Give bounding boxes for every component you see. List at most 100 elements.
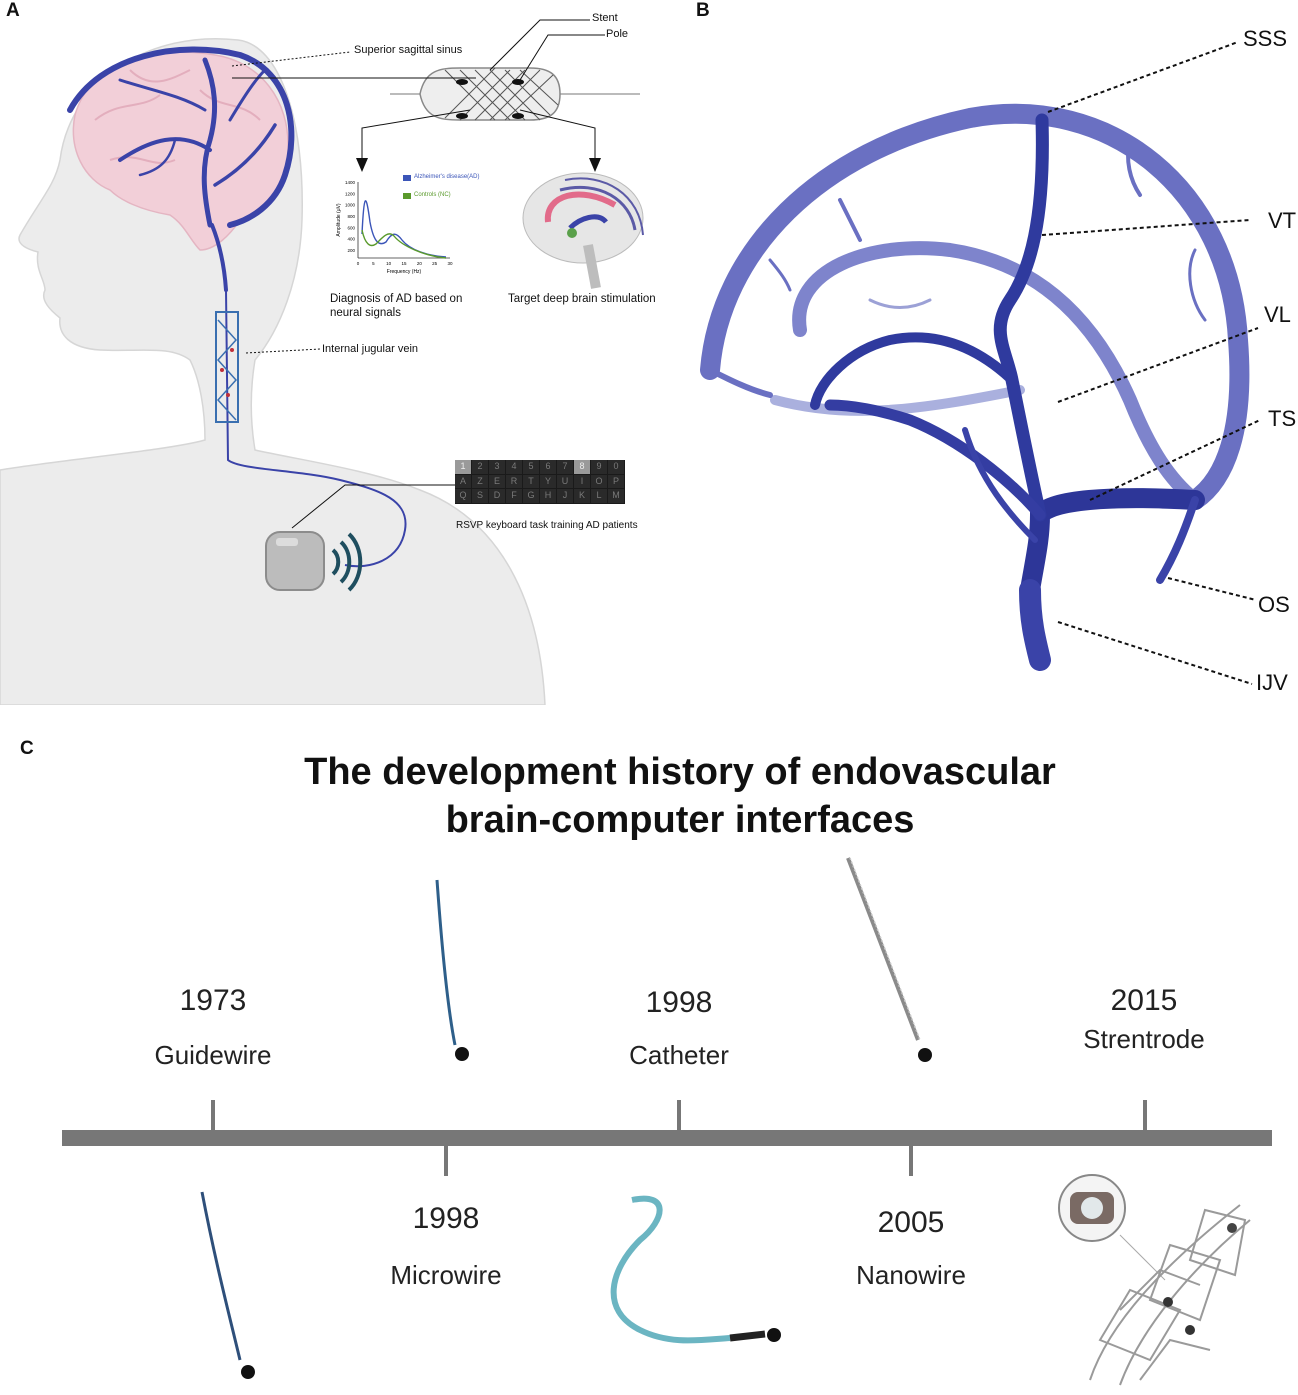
label-ijv: IJV <box>1256 670 1288 695</box>
event-1-name: Guidewire <box>154 1040 272 1070</box>
dbs-brain-illustration <box>522 172 644 289</box>
keyboard-key: 9 <box>591 460 607 474</box>
caption-diagnosis: Diagnosis of AD based on neural signals <box>330 293 463 319</box>
event-5-name: Strentrode <box>1083 1024 1205 1054</box>
keyboard-key: 1 <box>455 460 471 474</box>
keyboard-key: S <box>472 489 488 503</box>
label-pole: Pole <box>606 28 629 40</box>
keyboard-key: Z <box>472 474 488 489</box>
mini-chart-xtick: 5 <box>372 261 375 266</box>
stent-illustration <box>390 67 640 121</box>
legend-ad-swatch <box>403 175 411 181</box>
mini-chart-ytick: 1400 <box>345 180 356 185</box>
tick-1998-microwire <box>444 1146 448 1176</box>
catheter-image <box>610 1195 781 1344</box>
keyboard-key: A <box>455 474 471 489</box>
tick-2005 <box>909 1146 913 1176</box>
label-ts: TS <box>1268 406 1297 431</box>
keyboard-key: 6 <box>540 460 556 474</box>
keyboard-key: 8 <box>574 460 590 474</box>
nc-series-line <box>361 229 447 259</box>
label-stent: Stent <box>592 12 618 24</box>
ad-series-line <box>361 200 447 258</box>
panel-letter-c: C <box>20 738 34 759</box>
mini-chart-xtick: 20 <box>417 261 423 266</box>
panel-b-venous-anatomy <box>700 41 1261 685</box>
keyboard-key: Y <box>540 474 556 489</box>
keyboard-key: 0 <box>608 460 624 474</box>
legend-ad-label: Alzheimer's disease(AD) <box>414 174 480 180</box>
implant-device <box>265 531 363 592</box>
event-5-year: 2015 <box>1110 984 1178 1017</box>
timeline-graphic <box>62 857 1272 1386</box>
keyboard-key: 3 <box>489 460 505 474</box>
keyboard-key: 2 <box>472 460 488 474</box>
keyboard-key: 7 <box>557 460 573 474</box>
mini-chart-ytick: 1000 <box>345 203 356 208</box>
guidewire-image <box>200 1191 255 1379</box>
keyboard-key: H <box>540 489 556 503</box>
event-4-year: 2005 <box>877 1206 945 1239</box>
panel-letter-a: A <box>6 0 20 21</box>
keyboard-key: J <box>557 489 573 503</box>
nanowire-image <box>846 857 932 1062</box>
mini-chart-xtick: 25 <box>432 261 438 266</box>
jugular-stent <box>215 289 407 568</box>
keyboard-key: G <box>523 489 539 503</box>
keyboard-key: D <box>489 489 505 503</box>
caption-dbs: Target deep brain stimulation <box>508 293 656 305</box>
caption-rsvp: RSVP keyboard task training AD patients <box>456 520 638 531</box>
timeline-title-line2: brain-computer interfaces <box>445 799 915 841</box>
tick-1998-catheter <box>677 1100 681 1130</box>
mini-chart-ytick: 1200 <box>345 191 356 196</box>
timeline-title-line1: The development history of endovascular <box>304 751 1056 793</box>
keyboard-key: I <box>574 474 590 489</box>
tick-2015 <box>1143 1100 1147 1130</box>
mini-chart-ylabel: Amplitude (μV) <box>336 203 342 237</box>
keyboard-key: F <box>506 489 522 503</box>
stentrode-image <box>1058 1174 1251 1386</box>
event-2-name: Microwire <box>390 1260 502 1290</box>
mini-chart-ytick: 400 <box>347 237 355 242</box>
keyboard-key: R <box>506 474 522 489</box>
panel-a-illustration <box>0 19 644 705</box>
timeline-axis <box>62 1130 1272 1146</box>
keyboard-key: 4 <box>506 460 522 474</box>
legend-nc-label: Controls (NC) <box>414 192 451 198</box>
keyboard-key: T <box>523 474 539 489</box>
mini-chart-xtick: 0 <box>357 261 360 266</box>
mini-chart-xlabel: Frequency (Hz) <box>387 269 422 275</box>
event-2-year: 1998 <box>412 1202 480 1235</box>
mini-chart-ytick: 200 <box>347 248 355 253</box>
keyboard-key: M <box>608 489 624 503</box>
cerebral-veins <box>67 46 295 292</box>
diagnosis-mini-chart: 1400 1200 1000 800 600 400 200 0 5 10 15 20 25 30Freq… <box>336 175 453 275</box>
keyboard-key: P <box>608 474 624 489</box>
label-vt: VT <box>1268 208 1297 233</box>
keyboard-key: U <box>557 474 573 489</box>
mini-chart-xtick: 30 <box>447 261 453 266</box>
event-4-name: Nanowire <box>856 1260 966 1290</box>
label-vl: VL <box>1264 302 1291 327</box>
mini-chart-xtick: 15 <box>401 261 407 266</box>
keyboard-key: K <box>574 489 590 503</box>
label-sss: SSS <box>1243 26 1288 51</box>
event-3-year: 1998 <box>645 986 713 1019</box>
event-3-name: Catheter <box>629 1040 729 1070</box>
label-superior-sagittal-sinus: Superior sagittal sinus <box>354 44 463 56</box>
keyboard-key: E <box>489 474 505 489</box>
keyboard-key: O <box>591 474 607 489</box>
keyboard-key: 5 <box>523 460 539 474</box>
mini-chart-ytick: 600 <box>347 225 355 230</box>
label-os: OS <box>1258 592 1290 617</box>
panel-letter-b: B <box>696 0 710 21</box>
keyboard-key: Q <box>455 489 471 503</box>
mini-chart-ytick: 800 <box>347 214 355 219</box>
tick-1973 <box>211 1100 215 1130</box>
legend-nc-swatch <box>403 193 411 199</box>
keyboard-key: L <box>591 489 607 503</box>
microwire-image <box>435 879 469 1061</box>
mini-chart-xtick: 10 <box>386 261 392 266</box>
